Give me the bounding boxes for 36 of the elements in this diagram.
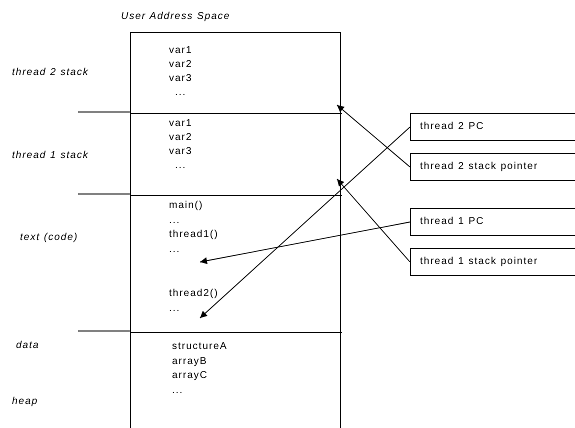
memory-item: var3 bbox=[169, 146, 192, 158]
register-label: thread 2 PC bbox=[420, 121, 484, 133]
region-label: heap bbox=[12, 396, 38, 408]
memory-item: main() bbox=[169, 200, 204, 212]
memory-item: arrayB bbox=[172, 356, 208, 368]
memory-item: var1 bbox=[169, 118, 192, 130]
memory-item: var1 bbox=[169, 45, 192, 57]
memory-item: var2 bbox=[169, 132, 192, 144]
region-label: data bbox=[16, 340, 40, 352]
region-label: text (code) bbox=[20, 232, 78, 244]
register-label: thread 1 stack pointer bbox=[420, 256, 538, 268]
arrow bbox=[336, 178, 410, 262]
register-box bbox=[410, 208, 575, 236]
register-box bbox=[410, 153, 575, 181]
register-label: thread 1 PC bbox=[420, 216, 484, 228]
register-label: thread 2 stack pointer bbox=[420, 161, 538, 173]
memory-item: thread1() bbox=[169, 229, 219, 241]
memory-item: ... bbox=[169, 244, 180, 256]
register-box bbox=[410, 113, 575, 141]
memory-item: ... bbox=[172, 385, 184, 397]
memory-item: thread2() bbox=[169, 288, 219, 300]
diagram-heading: User Address Space bbox=[121, 11, 230, 23]
region-label: thread 1 stack bbox=[12, 150, 89, 162]
region-label: thread 2 stack bbox=[12, 67, 89, 79]
memory-item: structureA bbox=[172, 341, 228, 353]
memory-item: var3 bbox=[169, 73, 192, 85]
memory-item: ... bbox=[175, 87, 186, 99]
memory-item: ... bbox=[169, 215, 180, 227]
register-box bbox=[410, 248, 575, 276]
memory-item: ... bbox=[175, 160, 186, 172]
memory-item: arrayC bbox=[172, 370, 208, 382]
arrow bbox=[200, 126, 410, 318]
memory-item: var2 bbox=[169, 59, 192, 71]
arrow bbox=[200, 222, 410, 264]
arrow bbox=[336, 104, 410, 168]
memory-item: ... bbox=[169, 303, 180, 315]
